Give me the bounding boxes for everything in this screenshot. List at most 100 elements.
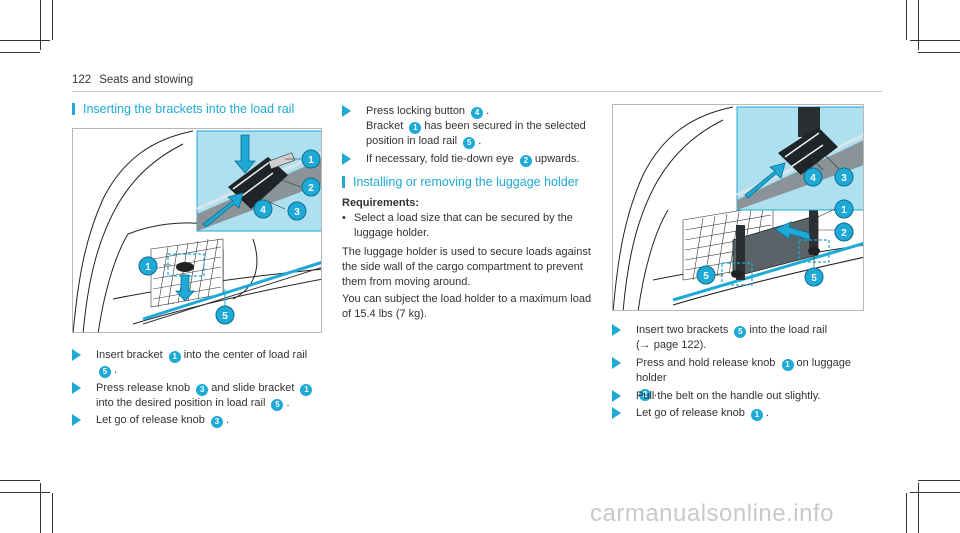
- callout-badge: 1: [781, 358, 794, 371]
- callout-label: 5: [222, 311, 228, 322]
- requirement-text: Select a load size that can be secured b…: [354, 212, 573, 239]
- callout-label: 2: [308, 183, 314, 194]
- instruction-step: Let go of release knob 1.: [612, 406, 872, 421]
- callout-badge: 1: [300, 383, 313, 396]
- callout-group: 4 3 1 2 5 5: [696, 167, 854, 287]
- illustration-luggage-holder: 4 3 1 2 5 5: [612, 104, 864, 311]
- callout-badge: 1: [750, 408, 763, 421]
- illustration-insert-bracket: 1 2 4 3 1 5: [72, 128, 322, 333]
- requirement-item: • Select a load size that can be secured …: [342, 211, 602, 241]
- step-arrow-icon: [612, 357, 621, 369]
- paragraph: You can subject the load holder to a max…: [342, 293, 592, 320]
- instruction-step: Let go of release knob 3.: [72, 413, 332, 428]
- crop-mark: [918, 480, 960, 481]
- crop-mark: [906, 493, 907, 533]
- crop-mark: [40, 483, 41, 533]
- step-text: .: [114, 364, 118, 376]
- callout-badge: 5: [99, 365, 111, 378]
- title-bar: [342, 176, 345, 188]
- callout-badge: 2: [519, 154, 532, 167]
- watermark: carmanualsonline.info: [590, 500, 834, 527]
- page-number: 122: [72, 74, 92, 86]
- step-arrow-icon: [612, 407, 621, 419]
- section-title-insert: Inserting the brackets into the load rai…: [72, 102, 294, 116]
- step-text: .: [654, 387, 658, 399]
- step-arrow-icon: [342, 153, 351, 165]
- crop-mark: [0, 52, 40, 53]
- section-title-holder: Installing or removing the luggage holde…: [342, 175, 579, 189]
- step-text: has been secured in the selected positio…: [366, 120, 586, 147]
- step-text: .: [286, 397, 290, 409]
- step-text: Press locking button: [366, 105, 466, 117]
- crop-mark: [910, 40, 960, 41]
- step-text: into the desired position in load rail: [96, 397, 266, 409]
- step-text: Bracket: [366, 120, 404, 132]
- step-text: If necessary, fold tie-down eye: [366, 153, 514, 165]
- crop-mark: [0, 40, 50, 41]
- crop-mark: [906, 0, 907, 40]
- callout-label: 1: [308, 155, 314, 166]
- bullet-dot: •: [342, 212, 346, 224]
- callout-label: 3: [294, 207, 300, 218]
- requirements-heading: Requirements:: [342, 197, 420, 209]
- section-name: Seats and stowing: [99, 74, 194, 86]
- step-arrow-icon: [612, 324, 621, 336]
- title-bar: [72, 103, 75, 115]
- step-arrow-icon: [72, 414, 81, 426]
- step-text: into the center of load rail: [183, 349, 308, 361]
- section-title-text: Installing or removing the luggage holde…: [353, 175, 579, 189]
- page-reference-link[interactable]: (→ page 122).: [636, 339, 707, 351]
- step-text: and slide bracket: [211, 382, 295, 394]
- step-text: upwards.: [534, 153, 580, 165]
- crop-mark: [52, 493, 53, 533]
- crop-mark: [918, 0, 919, 50]
- crop-mark: [0, 480, 40, 481]
- callout-badge: 3: [210, 415, 223, 428]
- section-title-text: Inserting the brackets into the load rai…: [83, 102, 295, 116]
- callout-badge: 1: [168, 350, 181, 363]
- crop-mark: [918, 52, 960, 53]
- callout-label: 4: [810, 173, 816, 184]
- callout-label: 4: [260, 205, 266, 216]
- crop-mark: [0, 492, 50, 493]
- callout-badge: 5: [734, 325, 747, 338]
- illustration-svg: 4 3 1 2 5 5: [613, 106, 863, 310]
- step-text: on luggage holder: [636, 357, 851, 384]
- crop-mark: [910, 492, 960, 493]
- step-text: into the load rail: [749, 324, 828, 336]
- callout-badge: 2: [639, 388, 651, 401]
- callout-group: 1 2 4 3 1 5: [138, 149, 321, 325]
- page-header: 122 Seats and stowing: [72, 74, 193, 86]
- crop-mark: [52, 0, 53, 40]
- step-arrow-icon: [72, 382, 81, 394]
- callout-badge: 5: [271, 398, 284, 411]
- step-text: Let go of release knob: [96, 414, 205, 426]
- step-text: Insert bracket: [96, 349, 163, 361]
- crop-mark: [40, 0, 41, 50]
- step-text: .: [765, 407, 769, 419]
- instruction-step: Pull the belt on the handle out slightly…: [612, 389, 872, 404]
- callout-badge: 4: [471, 106, 484, 119]
- step-text: Press release knob: [96, 382, 191, 394]
- callout-badge: 5: [463, 136, 476, 149]
- callout-badge: 1: [409, 121, 422, 134]
- illustration-svg: 1 2 4 3 1 5: [73, 130, 321, 332]
- callout-label: 2: [841, 228, 847, 239]
- callout-label: 1: [841, 205, 847, 216]
- step-text: Pull the belt on the handle out slightly…: [636, 390, 821, 402]
- step-text: Insert two brackets: [636, 324, 729, 336]
- callout-label: 5: [703, 271, 709, 282]
- step-text: .: [486, 105, 490, 117]
- step-arrow-icon: [72, 349, 81, 361]
- paragraph: The luggage holder is used to secure loa…: [342, 246, 591, 288]
- callout-label: 3: [841, 173, 847, 184]
- step-arrow-icon: [612, 390, 621, 402]
- step-text: Press and hold release knob: [636, 357, 776, 369]
- crop-mark: [918, 483, 919, 533]
